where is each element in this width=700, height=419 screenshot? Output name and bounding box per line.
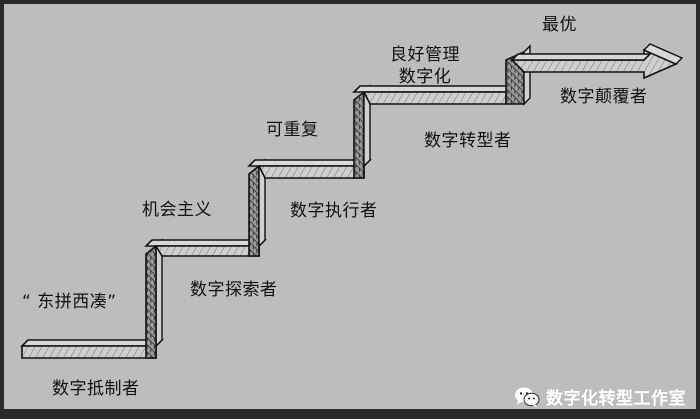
strategy-label-4-line2: 数字化 [398, 67, 452, 87]
stage-label-3: 数字执行者 [290, 201, 378, 221]
wechat-icon [515, 387, 540, 407]
watermark-text: 数字化转型工作室 [546, 389, 686, 409]
staircase-drawing [20, 43, 684, 359]
watermark: 数字化转型工作室 [514, 384, 686, 409]
step-4-tread [352, 85, 514, 105]
step-1-tread [20, 339, 164, 359]
step-5-arrow-tread [510, 43, 684, 80]
stage-label-4: 数字转型者 [424, 131, 512, 151]
stage-label-1: 数字抵制者 [52, 379, 140, 399]
step-2-tread [144, 239, 267, 257]
sketch-canvas: 数字抵制者 数字探索者 数字执行者 数字转型者 数字颠覆者 “ 东拼西凑” 机会… [4, 4, 696, 409]
stage-label-5: 数字颠覆者 [560, 87, 648, 107]
strategy-label-1: “ 东拼西凑” [22, 292, 117, 312]
step-2-riser [248, 158, 266, 257]
strategy-label-2: 机会主义 [142, 200, 212, 220]
strategy-label-4: 良好管理 数字化 [390, 44, 460, 88]
strategy-label-4-line1: 良好管理 [390, 45, 460, 65]
step-1-riser [145, 238, 163, 359]
step-3-tread [247, 159, 372, 179]
stage-label-2: 数字探索者 [190, 280, 278, 300]
strategy-label-5: 最优 [542, 15, 577, 35]
step-3-riser [353, 84, 371, 179]
strategy-label-3: 可重复 [266, 120, 319, 140]
